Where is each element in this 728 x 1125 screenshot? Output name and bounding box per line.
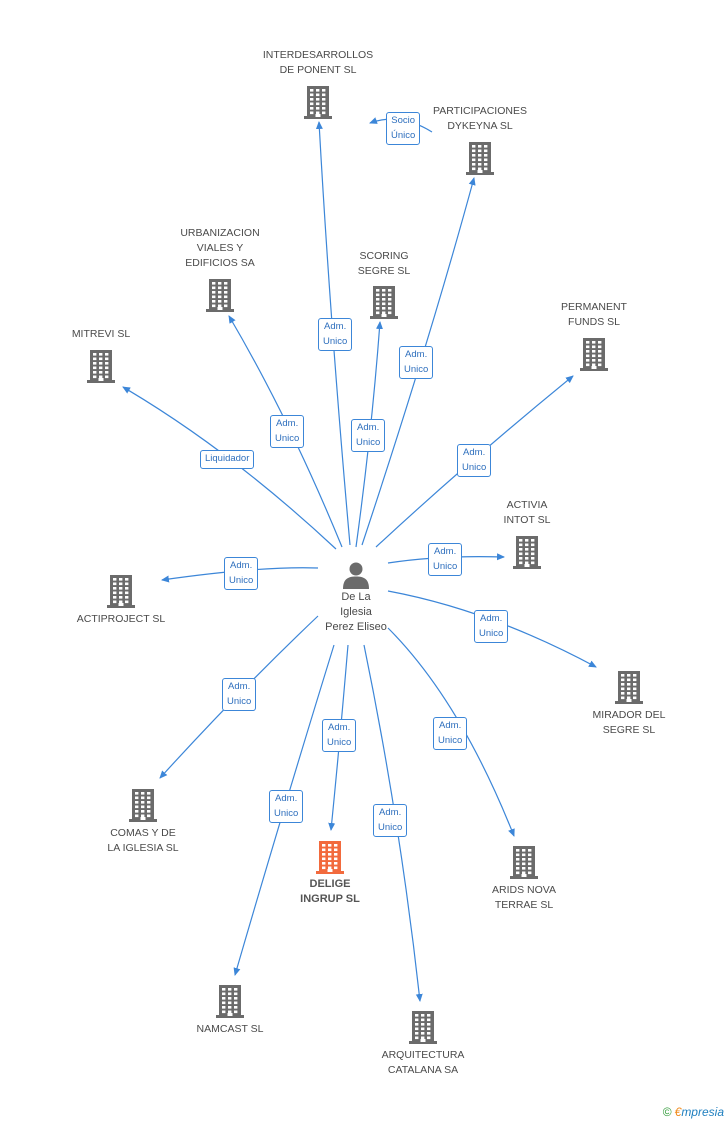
person-icon <box>343 562 369 589</box>
company-node-namcast[interactable]: NAMCAST SL <box>180 984 280 1037</box>
company-node-arids[interactable]: ARIDS NOVA TERRAE SL <box>474 845 574 913</box>
relation-edge-arids <box>387 627 515 837</box>
relation-label-permanent[interactable]: Adm. Unico <box>457 444 492 477</box>
company-label: MIRADOR DEL SEGRE SL <box>592 709 666 736</box>
building-icon <box>615 671 643 704</box>
company-node-comas[interactable]: COMAS Y DE LA IGLESIA SL <box>88 788 198 856</box>
relation-label-interdesarrollos[interactable]: Adm. Unico <box>318 318 353 351</box>
building-icon <box>87 350 115 383</box>
building-icon <box>580 338 608 371</box>
building-icon <box>304 86 332 119</box>
relation-label-arquitectura[interactable]: Adm. Unico <box>373 804 408 837</box>
company-label: ACTIPROJECT SL <box>76 613 166 625</box>
company-node-activia[interactable]: ACTIVIA INTOT SL <box>487 498 567 569</box>
company-node-participaciones[interactable]: PARTICIPACIONES DYKEYNA SL <box>420 104 540 175</box>
footer-brand: ©€mpresia <box>663 1105 724 1119</box>
relation-label-scoring[interactable]: Adm. Unico <box>351 419 386 452</box>
building-icon <box>129 789 157 822</box>
relation-label-mitrevi[interactable]: Liquidador <box>200 450 255 469</box>
company-label: SCORING SEGRE SL <box>357 250 411 277</box>
relation-label-namcast[interactable]: Adm. Unico <box>269 790 304 823</box>
company-label: ACTIVIA INTOT SL <box>503 499 551 526</box>
building-icon <box>510 846 538 879</box>
relation-label-activia[interactable]: Adm. Unico <box>428 543 463 576</box>
company-label: COMAS Y DE LA IGLESIA SL <box>107 827 179 854</box>
company-node-delige[interactable]: DELIGE INGRUP SL <box>280 840 380 907</box>
building-icon <box>206 279 234 312</box>
company-node-urbanizacion[interactable]: URBANIZACION VIALES Y EDIFICIOS SA <box>165 226 275 312</box>
relation-label-delige[interactable]: Adm. Unico <box>322 719 357 752</box>
building-icon <box>466 142 494 175</box>
building-icon <box>216 985 244 1018</box>
building-icon <box>370 286 398 319</box>
company-label: ARQUITECTURA CATALANA SA <box>381 1049 465 1076</box>
relation-label-urbanizacion[interactable]: Adm. Unico <box>270 415 305 448</box>
company-label: URBANIZACION VIALES Y EDIFICIOS SA <box>180 227 260 269</box>
building-icon <box>513 536 541 569</box>
company-node-scoring[interactable]: SCORING SEGRE SL <box>339 249 429 319</box>
building-icon <box>409 1011 437 1044</box>
brand-logo[interactable]: €mpresia <box>674 1105 724 1119</box>
copyright-symbol: © <box>662 1105 672 1119</box>
company-label: NAMCAST SL <box>196 1023 264 1035</box>
company-label: ARIDS NOVA TERRAE SL <box>492 884 556 911</box>
company-label: MITREVI SL <box>71 328 131 340</box>
person-node[interactable]: De La Iglesia Perez Eliseo <box>312 560 400 635</box>
company-node-permanent[interactable]: PERMANENT FUNDS SL <box>544 300 644 371</box>
person-name: De La Iglesia Perez Eliseo <box>325 591 387 633</box>
company-label: DELIGE INGRUP SL <box>300 878 360 905</box>
relation-label-participaciones-to-interdesarrollos[interactable]: Socio Único <box>386 112 421 145</box>
company-label: INTERDESARROLLOS DE PONENT SL <box>262 49 374 76</box>
company-node-actiproject[interactable]: ACTIPROJECT SL <box>66 574 176 627</box>
relation-label-arids[interactable]: Adm. Unico <box>433 717 468 750</box>
relation-label-mirador[interactable]: Adm. Unico <box>474 610 509 643</box>
company-node-mitrevi[interactable]: MITREVI SL <box>56 327 146 383</box>
relation-label-actiproject[interactable]: Adm. Unico <box>224 557 259 590</box>
building-icon <box>107 575 135 608</box>
company-node-interdesarrollos[interactable]: INTERDESARROLLOS DE PONENT SL <box>253 48 383 119</box>
company-label: PARTICIPACIONES DYKEYNA SL <box>433 105 527 132</box>
building-icon <box>316 841 344 874</box>
company-label: PERMANENT FUNDS SL <box>561 301 627 328</box>
company-node-arquitectura[interactable]: ARQUITECTURA CATALANA SA <box>368 1010 478 1078</box>
relation-label-participaciones[interactable]: Adm. Unico <box>399 346 434 379</box>
company-node-mirador[interactable]: MIRADOR DEL SEGRE SL <box>579 670 679 738</box>
relation-label-comas[interactable]: Adm. Unico <box>222 678 257 711</box>
